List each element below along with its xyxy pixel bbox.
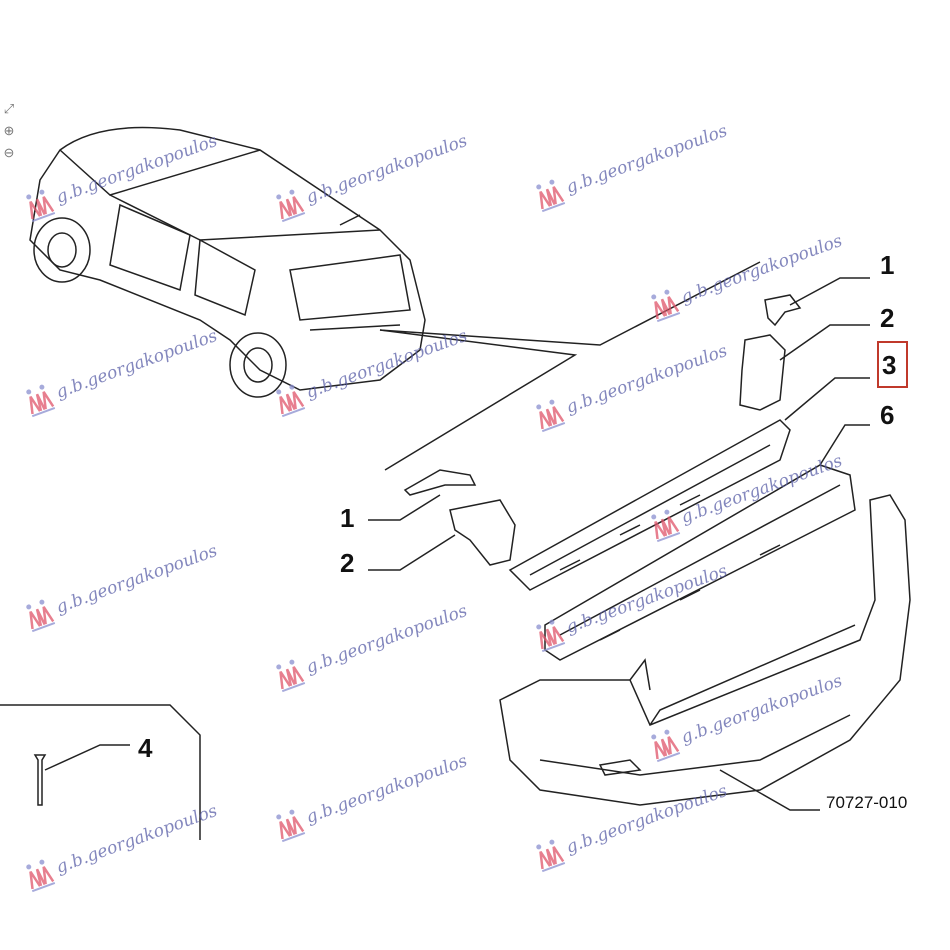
drawing-code: 70727-010: [826, 793, 908, 812]
callout-1-upper: 1: [880, 250, 895, 280]
viewer-zoom-controls: ⤢ ⊕ ⊖: [0, 100, 20, 166]
zoom-in-icon[interactable]: ⊕: [3, 123, 15, 138]
callout-3: 3: [882, 350, 897, 380]
callout-6: 6: [880, 400, 895, 430]
callout-1-lower: 1: [340, 503, 355, 533]
callout-2-upper: 2: [880, 303, 895, 333]
vehicle-overview: [29, 126, 426, 398]
fit-icon[interactable]: ⤢: [3, 101, 15, 116]
highlight-box: [877, 341, 908, 388]
callout-2-lower: 2: [340, 548, 355, 578]
zoom-out-icon[interactable]: ⊖: [3, 145, 15, 160]
callout-4: 4: [138, 733, 153, 763]
